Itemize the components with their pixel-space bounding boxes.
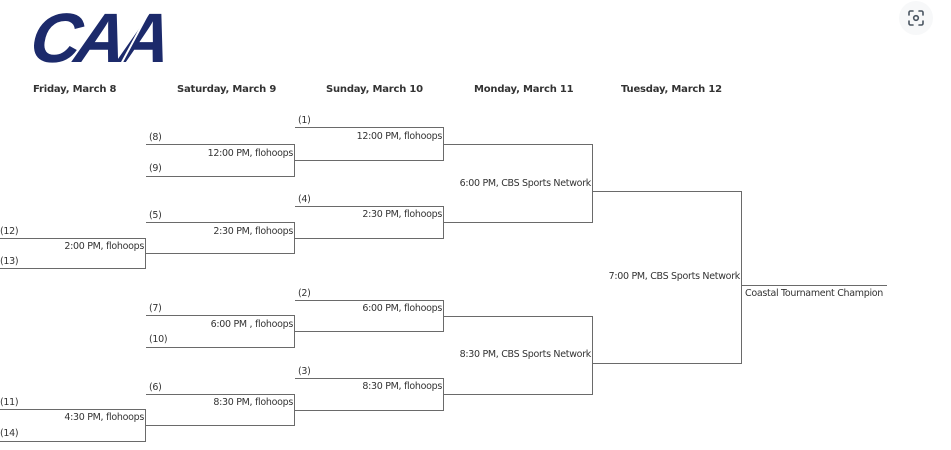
bracket-line — [294, 144, 296, 177]
day-header-sunday: Sunday, March 10 — [326, 84, 423, 95]
seed-label: (13) — [0, 256, 19, 267]
game-saturday-2: 2:30 PM, flohoops — [213, 226, 293, 237]
bracket-line — [593, 191, 742, 193]
bracket-line — [443, 206, 445, 239]
seed-label: (1) — [298, 115, 311, 126]
game-sunday-3: 6:00 PM, flohoops — [362, 303, 442, 314]
game-sunday-1: 12:00 PM, flohoops — [356, 131, 443, 142]
game-saturday-4: 8:30 PM, flohoops — [213, 397, 293, 408]
bracket-line — [295, 160, 444, 162]
seed-label: (3) — [298, 366, 311, 377]
bracket-line — [145, 238, 147, 269]
visual-search-icon — [908, 10, 924, 26]
game-friday-2: 4:30 PM, flohoops — [64, 412, 144, 423]
bracket-line — [146, 315, 295, 317]
bracket-line — [0, 238, 146, 240]
seed-label: (11) — [0, 397, 19, 408]
bracket-line — [294, 394, 296, 426]
champion-line — [742, 285, 887, 287]
game-monday-2: 8:30 PM, CBS Sports Network — [459, 349, 592, 360]
game-friday-1: 2:00 PM, flohoops — [64, 241, 144, 252]
seed-label: (12) — [0, 226, 19, 237]
seed-label: (10) — [149, 334, 168, 345]
day-header-tuesday: Tuesday, March 12 — [621, 84, 722, 95]
bracket-line — [146, 222, 295, 224]
seed-label: (14) — [0, 428, 19, 439]
seed-label: (4) — [298, 194, 311, 205]
bracket-line — [146, 144, 295, 146]
game-sunday-2: 2:30 PM, flohoops — [362, 209, 442, 220]
day-header-friday: Friday, March 8 — [33, 84, 117, 95]
bracket-line — [295, 410, 444, 412]
bracket-line — [444, 394, 593, 396]
seed-label: (2) — [298, 288, 311, 299]
bracket-line — [146, 394, 295, 396]
visual-search-button[interactable] — [899, 1, 933, 35]
bracket-line — [145, 409, 147, 442]
day-header-saturday: Saturday, March 9 — [177, 84, 277, 95]
bracket-line — [0, 441, 146, 443]
seed-label: (7) — [149, 303, 162, 314]
seed-label: (8) — [149, 132, 162, 143]
bracket-line — [146, 253, 295, 255]
bracket-line — [592, 316, 594, 395]
bracket-line — [146, 425, 295, 427]
game-saturday-3: 6:00 PM , flohoops — [210, 319, 294, 330]
bracket-line — [146, 176, 295, 178]
champion-label: Coastal Tournament Champion — [745, 288, 884, 299]
game-sunday-4: 8:30 PM, flohoops — [362, 381, 442, 392]
bracket-line — [593, 363, 742, 365]
bracket-line — [444, 222, 593, 224]
bracket-line — [443, 300, 445, 332]
bracket-line — [444, 144, 593, 146]
bracket-line — [295, 300, 444, 302]
bracket-line — [592, 144, 594, 223]
bracket-line — [741, 191, 743, 364]
bracket-line — [295, 127, 444, 129]
bracket-line — [295, 206, 444, 208]
seed-label: (5) — [149, 210, 162, 221]
bracket-line — [444, 316, 593, 318]
caa-logo: CAA — [26, 0, 220, 77]
game-saturday-1: 12:00 PM, flohoops — [207, 148, 294, 159]
bracket-line — [294, 222, 296, 254]
bracket-line — [295, 238, 444, 240]
bracket-line — [0, 268, 146, 270]
seed-label: (9) — [149, 163, 162, 174]
bracket-line — [295, 378, 444, 380]
bracket-line — [443, 378, 445, 411]
day-header-monday: Monday, March 11 — [474, 84, 574, 95]
bracket-line — [295, 331, 444, 333]
game-tuesday-final: 7:00 PM, CBS Sports Network — [608, 271, 741, 282]
bracket-line — [443, 127, 445, 161]
game-monday-1: 6:00 PM, CBS Sports Network — [459, 178, 592, 189]
bracket-line — [0, 409, 146, 411]
seed-label: (6) — [149, 382, 162, 393]
caa-logo-graphic: CAA — [26, 0, 203, 77]
bracket-line — [146, 347, 295, 349]
bracket-line — [294, 315, 296, 348]
